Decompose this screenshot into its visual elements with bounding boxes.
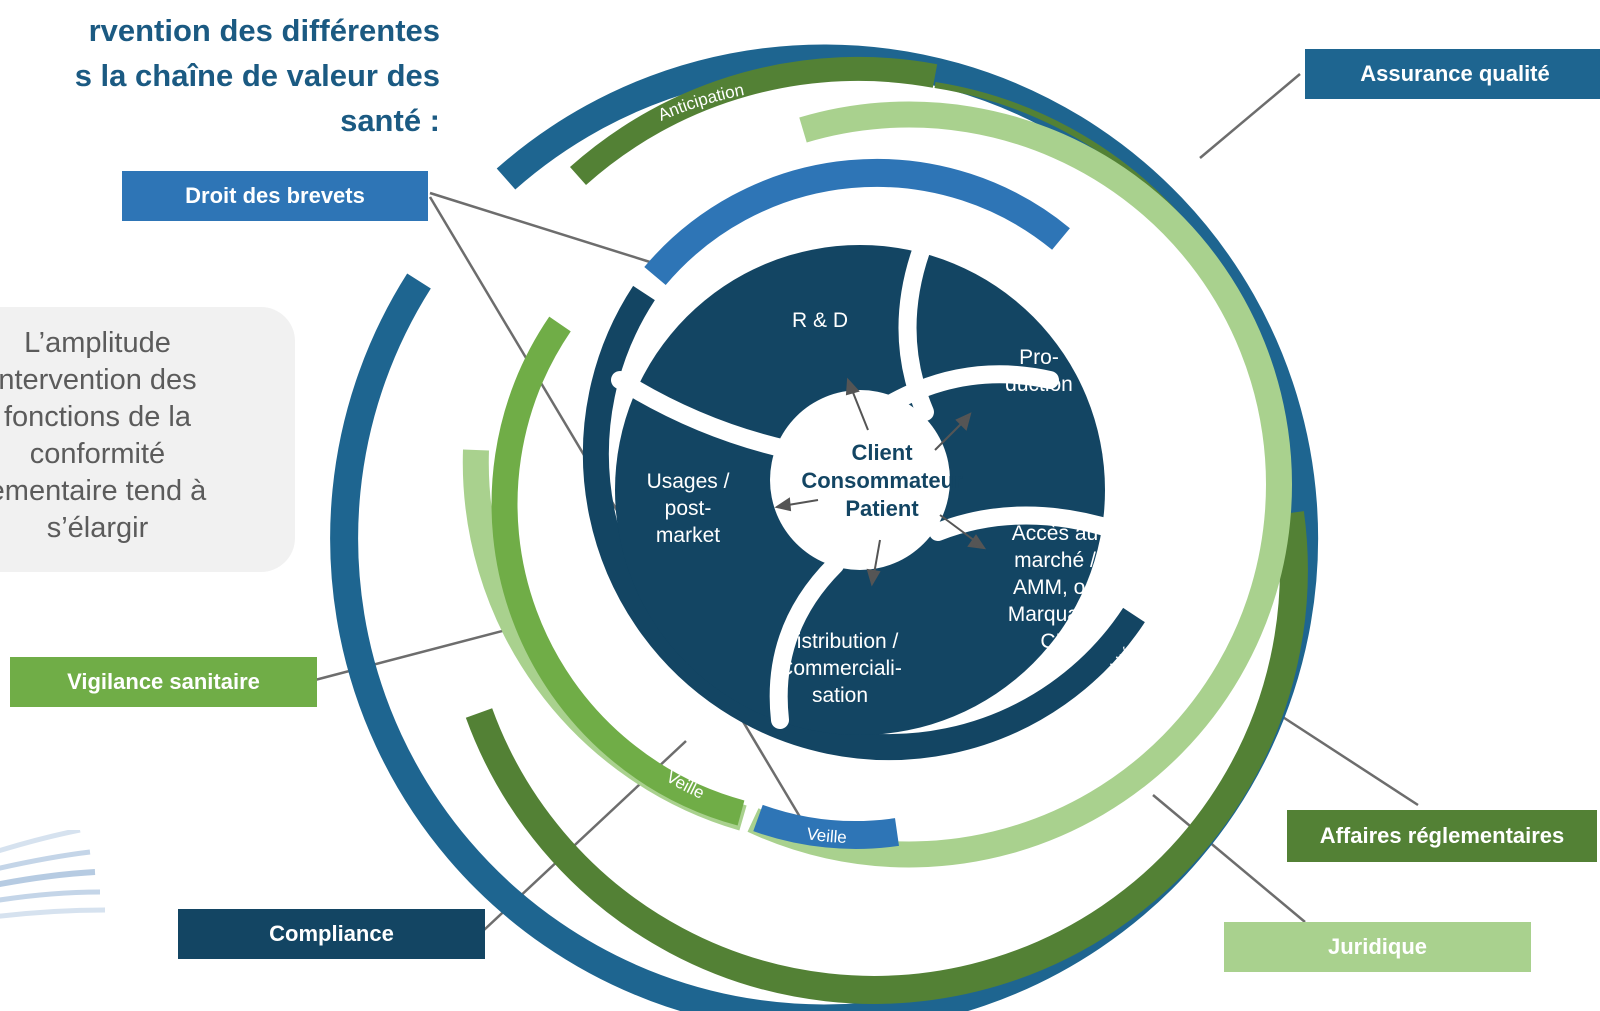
tag-assurance-qualite: Assurance qualité (1305, 49, 1600, 99)
tag-compliance: Compliance (178, 909, 485, 959)
segment-market-line: AMM, ou (1013, 576, 1097, 599)
center-label-consommateur: Consommateur (801, 468, 963, 493)
ring-vigilance-sanitaire-arc (491, 316, 745, 826)
info-line: L’amplitude (24, 327, 171, 359)
center-label-client: Client (851, 440, 913, 465)
info-box (0, 307, 295, 572)
center-arrows (774, 377, 987, 587)
title-line-3: santé : (340, 103, 440, 138)
connector-assurance-qualite (1199, 73, 1301, 159)
info-text: L’amplitude ntervention des fonctions de… (0, 325, 215, 547)
info-line: ntervention des (0, 364, 197, 396)
info-line: conformité (29, 438, 166, 470)
segment-market-line: Accès au (1012, 522, 1098, 545)
ring-affaires-reglementaires-upper (569, 56, 938, 185)
connector-droit-brevets-arc (429, 191, 651, 264)
arc-label-veille-compliance: Veille (579, 580, 615, 624)
tag-vigilance-sanitaire: Vigilance sanitaire (10, 657, 317, 707)
title-line-1: rvention des différentes (88, 13, 440, 48)
segment-market-line: Marquage (1008, 603, 1103, 626)
tag-juridique: Juridique (1224, 922, 1531, 972)
segment-usages-line: Usages / (647, 470, 730, 493)
segment-market-line: CE (1040, 630, 1069, 653)
info-line: s’élargir (46, 512, 149, 544)
center-label-patient: Patient (845, 496, 919, 521)
title-line-2: s la chaîne de valeur des (74, 58, 440, 93)
ring-affaires-reglementaires-lower (465, 511, 1308, 1004)
info-line: ementaire tend à (0, 475, 207, 507)
segment-rd: R & D (792, 309, 848, 332)
tag-affaires-reglementaires: Affaires réglementaires (1287, 810, 1597, 862)
swoosh-logo (0, 830, 106, 919)
connector-juridique (1152, 794, 1306, 923)
segment-distribution-line: Distribution / (782, 630, 899, 653)
center-circle (770, 390, 950, 570)
ring-droit-brevets-veille (753, 804, 899, 849)
arc-label-veille-brevets: Veille (805, 824, 847, 847)
segment-market-line: marché / (1014, 549, 1096, 572)
segment-distribution-line: sation (812, 684, 868, 707)
segment-production-line: Pro- (1019, 346, 1059, 369)
ring-droit-brevets-arc (644, 158, 1070, 286)
segment-production-line: duction (1005, 373, 1073, 396)
ring-juridique-upper (747, 101, 1292, 868)
segment-usages-line: market (656, 524, 720, 547)
info-line: fonctions de la (3, 401, 191, 433)
tag-droit-brevets: Droit des brevets (122, 171, 428, 221)
page-title: rvention des différentes s la chaîne de … (0, 8, 440, 143)
connector-affaires-reglementaires (1271, 708, 1419, 807)
ring-compliance-arc (582, 285, 1145, 761)
segment-distribution-line: Commerciali- (778, 657, 902, 680)
segment-usages-line: post- (665, 497, 712, 520)
